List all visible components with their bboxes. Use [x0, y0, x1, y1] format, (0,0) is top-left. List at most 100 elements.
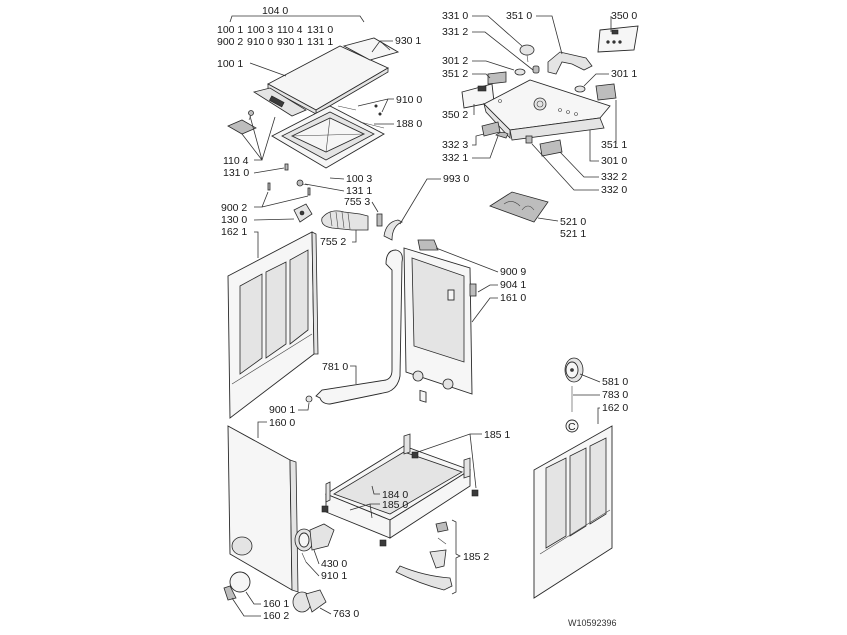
rear-callouts: 900 9 904 1 161 0 [435, 247, 526, 323]
callout-331-0: 331 0 [442, 10, 468, 22]
switch-332-1 [495, 131, 509, 139]
pressure-switch-130-0 [293, 203, 313, 223]
cover-clip-160-2 [223, 585, 237, 601]
clip-755-3 [376, 213, 383, 227]
console-callouts: 331 0 331 2 351 0 350 0 301 2 351 2 301 … [442, 10, 637, 196]
callout-581-0: 581 0 [602, 376, 628, 388]
frame-screw-131-0 [284, 163, 289, 171]
lid-panel [267, 45, 389, 115]
callout-993-0: 993 0 [443, 173, 469, 185]
front-panel [227, 425, 299, 593]
callout-332-2: 332 2 [601, 171, 627, 183]
base-frame [325, 433, 472, 539]
cover-callouts: 160 1 160 2 [231, 591, 289, 622]
callout-161-0: 161 0 [500, 292, 526, 304]
callout-160-2: 160 2 [263, 610, 289, 622]
rear-panel [403, 247, 477, 403]
callout-331-2: 331 2 [442, 26, 468, 38]
hose-clamp-900-1 [305, 395, 313, 403]
agitator-callout: 185 2 [451, 519, 489, 595]
callout-110-4: 110 4 [223, 155, 249, 167]
kit-item: 930 1 [277, 36, 303, 48]
callout-332-3: 332 3 [442, 139, 468, 151]
rear-clip-904-1 [469, 283, 477, 297]
kit-item: 100 1 [217, 24, 243, 36]
kit-item: 910 0 [247, 36, 273, 48]
switch-332-0 [525, 135, 533, 144]
button-301-1 [574, 85, 586, 93]
callout-351-0: 351 0 [506, 10, 532, 22]
keypad-351-1 [595, 83, 617, 101]
callout-131-0: 131 0 [223, 167, 249, 179]
kit-item: 131 1 [307, 36, 333, 48]
callout-900-9: 900 9 [500, 266, 526, 278]
fill-hose-755 [321, 210, 369, 231]
hinge-rods [337, 104, 385, 129]
top-frame [271, 105, 385, 169]
callout-185-1: 185 1 [484, 429, 510, 441]
right-pulley-callouts: 581 0 783 0 162 0 [573, 373, 628, 424]
callout-763-0: 763 0 [333, 608, 359, 620]
callout-351-2: 351 2 [442, 68, 468, 80]
hose-elbow-993-0 [383, 219, 403, 241]
callout-185-2: 185 2 [463, 551, 489, 563]
callout-188-0: 188 0 [396, 118, 422, 130]
callout-162-0: 162 0 [602, 402, 628, 414]
kit-item: 100 3 [247, 24, 273, 36]
button-301-2 [514, 68, 526, 76]
kit-item: 900 2 [217, 36, 243, 48]
screw-910-1 [301, 552, 307, 563]
kit-item: 131 0 [307, 24, 333, 36]
feet-185-1 [321, 451, 479, 547]
callout-904-1: 904 1 [500, 279, 526, 291]
console-bracket-351-0 [547, 51, 593, 75]
lid-callouts: 930 1 100 1 910 0 188 0 110 4 131 0 100 … [217, 35, 422, 214]
connector-letter: C [568, 421, 576, 433]
callout-755-3: 755 3 [344, 196, 370, 208]
callout-351-1: 351 1 [601, 139, 627, 151]
switch-332-3 [481, 121, 501, 137]
document-id: W10592396 [568, 618, 617, 628]
kit-bracket [229, 15, 365, 23]
front-panel-callouts: 160 0 [257, 417, 295, 438]
callout-185-0: 185 0 [382, 499, 408, 511]
lid-handle [227, 119, 257, 135]
drain-hose-781-0 [315, 249, 403, 405]
switch-332-2 [539, 139, 563, 157]
callout-910-0: 910 0 [396, 94, 422, 106]
callout-160-0: 160 0 [269, 417, 295, 429]
pulley-581-0 [564, 357, 584, 383]
lid-screw [248, 110, 254, 121]
latch-131-1 [296, 179, 309, 187]
callout-162-1: 162 1 [221, 226, 247, 238]
kit-item: 110 4 [277, 24, 303, 36]
callout-350-0: 350 0 [611, 10, 637, 22]
dispenser-521 [489, 191, 549, 223]
drain-pump-430-0 [294, 523, 335, 552]
callout-783-0: 783 0 [602, 389, 628, 401]
callout-301-2: 301 2 [442, 55, 468, 67]
right-side-panel [533, 425, 613, 599]
callout-100-3: 100 3 [346, 173, 372, 185]
keypad-351-2 [487, 71, 507, 85]
callout-130-0: 130 0 [221, 214, 247, 226]
callout-781-0: 781 0 [322, 361, 348, 373]
callout-900-2: 900 2 [221, 202, 247, 214]
callout-755-2: 755 2 [320, 236, 346, 248]
kit-group-104-0: 104 0 100 1 100 3 110 4 131 0 900 2 910 … [217, 5, 365, 48]
filter-763-0 [292, 589, 327, 613]
console-panel-301-0 [483, 79, 611, 141]
console-knob-331-0 [519, 44, 535, 63]
callout-160-1: 160 1 [263, 598, 289, 610]
callout-100-1: 100 1 [217, 58, 243, 70]
callout-332-1: 332 1 [442, 152, 468, 164]
callout-301-1: 301 1 [611, 68, 637, 80]
base-callouts: 185 1 184 0 185 0 [349, 429, 510, 519]
pump-callouts: 430 0 910 1 [305, 549, 347, 582]
rear-valve-900-9 [417, 239, 439, 251]
callout-332-0: 332 0 [601, 184, 627, 196]
filter-callout: 763 0 [319, 607, 359, 620]
hose-callouts: 993 0 781 0 900 1 [269, 173, 469, 416]
callout-521-0: 521 0 [560, 216, 586, 228]
